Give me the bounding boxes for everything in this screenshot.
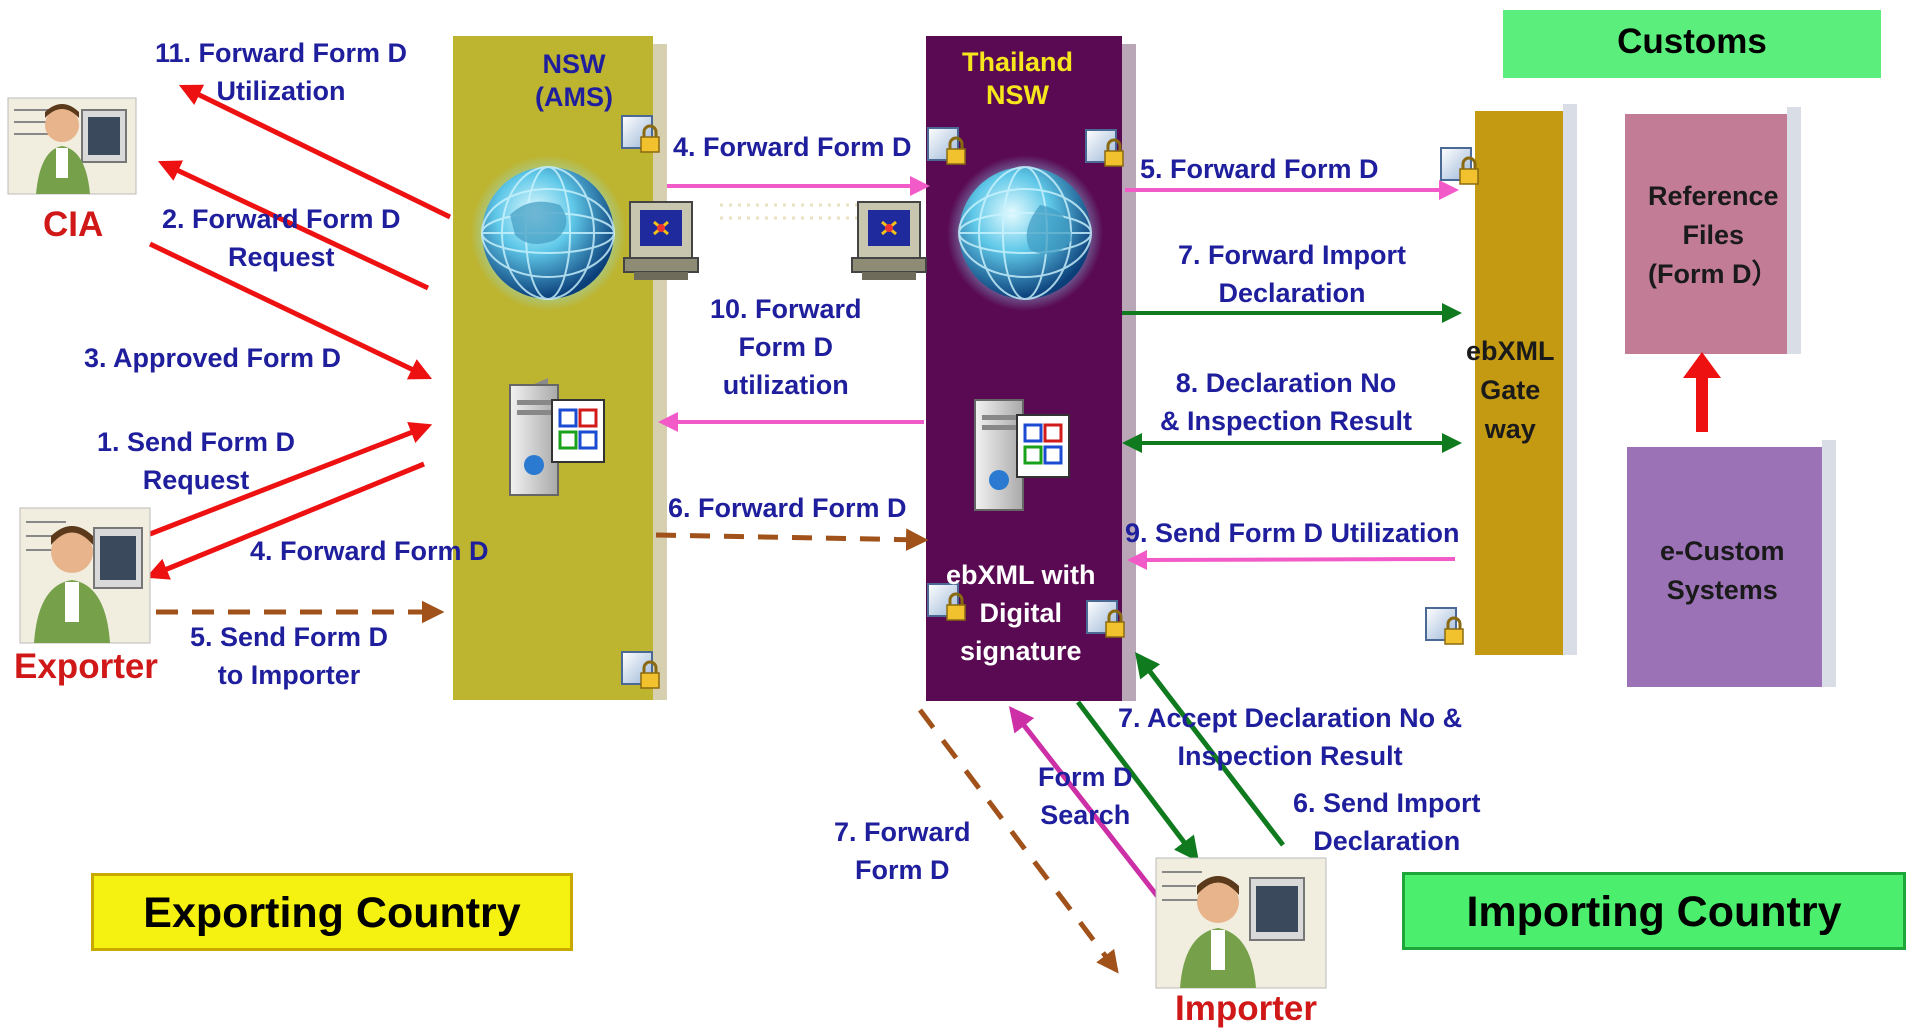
arrow-7-forward-form-d-dashed xyxy=(918,708,1119,974)
arrow-4-forward-to-exporter xyxy=(145,461,425,580)
reference-files-box xyxy=(1625,114,1787,354)
lock-icon xyxy=(927,583,966,621)
flow-6-nsw-label: 6. Forward Form D xyxy=(668,493,907,523)
flow-8-label: 8. Declaration No& Inspection Result xyxy=(1160,368,1413,436)
flow-4-exporter-label: 4. Forward Form D xyxy=(250,536,489,566)
globe-icon-thailand xyxy=(947,155,1103,311)
customs-title: Customs xyxy=(1617,22,1767,61)
arrow-6-forward-nsw-dashed xyxy=(655,528,929,551)
computer-icon-thailand xyxy=(851,201,927,280)
arrow-6-send-import-declaration xyxy=(1134,652,1285,847)
arrow-9-send-utilization xyxy=(1127,549,1456,570)
importing-country-box: Importing Country xyxy=(1402,872,1906,950)
arrow-form-d-search xyxy=(1008,706,1160,899)
nsw-ams-label: NSW(AMS) xyxy=(535,49,613,112)
server-icon-nsw xyxy=(509,378,605,496)
flow-5-gateway-label: 5. Forward Form D xyxy=(1140,154,1379,184)
importing-country-title: Importing Country xyxy=(1466,888,1842,936)
reference-files-box-side xyxy=(1787,107,1801,354)
globe-icon-nsw xyxy=(470,155,626,311)
flow-3-label: 3. Approved Form D xyxy=(84,343,342,373)
lock-icon xyxy=(1440,147,1479,185)
cia-person-icon xyxy=(7,97,137,195)
dotted-link xyxy=(720,203,880,220)
lock-icon xyxy=(621,115,660,153)
arrow-11-forward-utilization xyxy=(178,84,452,220)
flow-9-label: 9. Send Form D Utilization xyxy=(1125,518,1460,548)
arrow-2-forward-request xyxy=(157,160,430,291)
arrow-7-accept-declaration xyxy=(1076,700,1200,862)
arrow-3-approved xyxy=(148,241,433,380)
flow-4-nsw-label: 4. Forward Form D xyxy=(673,132,912,162)
importer-person-icon xyxy=(1155,857,1327,989)
importer-label: Importer xyxy=(1175,989,1317,1028)
lock-icons xyxy=(621,115,1479,689)
arrow-1-send-request xyxy=(149,422,433,537)
lock-icon xyxy=(621,651,660,689)
ebxml-gateway-column-side xyxy=(1563,104,1577,655)
customs-header-box: Customs xyxy=(1503,10,1881,78)
lock-icon xyxy=(1086,600,1125,638)
exporting-country-title: Exporting Country xyxy=(143,889,521,937)
lock-icon xyxy=(1425,607,1464,645)
nsw-ams-column xyxy=(453,36,653,700)
flow-7-accept-label: 7. Accept Declaration No &Inspection Res… xyxy=(1118,703,1463,771)
exporter-label: Exporter xyxy=(14,647,158,686)
ecustom-systems-box xyxy=(1627,447,1822,687)
computer-icon-nsw xyxy=(623,201,699,280)
arrow-ecustom-to-reference xyxy=(1683,352,1721,432)
exporter-person-icon xyxy=(19,507,151,644)
cia-label: CIA xyxy=(43,205,104,244)
exporting-country-box: Exporting Country xyxy=(91,873,573,951)
lock-icon xyxy=(1085,129,1124,167)
lock-icon xyxy=(927,127,966,165)
thailand-nsw-column-side xyxy=(1122,44,1136,701)
server-icon-thailand xyxy=(974,399,1070,511)
ecustom-systems-box-side xyxy=(1822,440,1836,687)
ebxml-gateway-column xyxy=(1475,111,1563,655)
